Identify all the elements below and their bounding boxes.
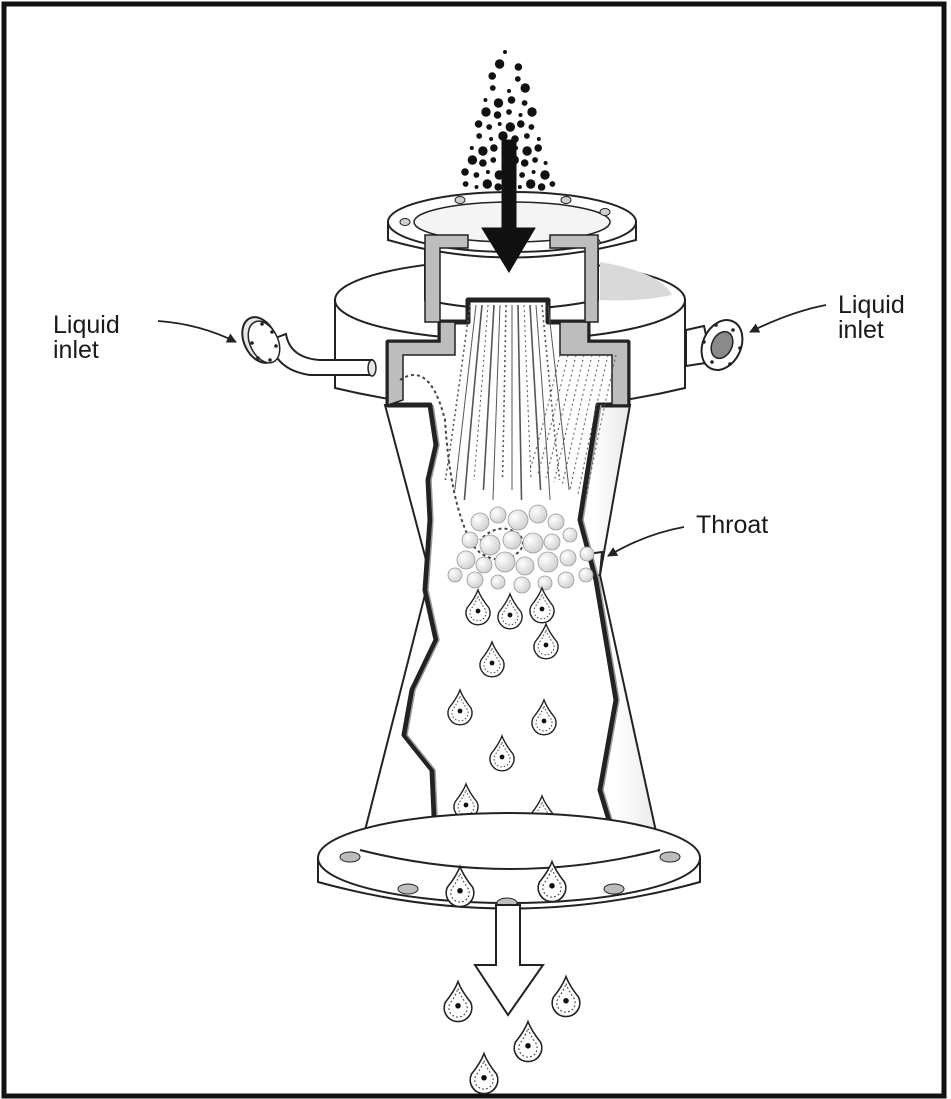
gas-particle	[481, 107, 490, 116]
gas-particle	[524, 133, 530, 139]
gas-particle	[490, 144, 498, 152]
gas-particle	[463, 181, 469, 187]
gas-particle	[475, 185, 479, 189]
bubble	[558, 572, 574, 588]
gas-particle	[521, 83, 530, 92]
gas-particle	[529, 124, 535, 130]
gas-particle	[490, 85, 496, 91]
gas-particle	[483, 179, 492, 188]
gas-particle	[498, 131, 507, 140]
droplet	[470, 1054, 498, 1094]
gas-particle	[478, 146, 487, 155]
bubble	[563, 528, 577, 542]
gas-particle	[461, 168, 469, 176]
bubble	[548, 514, 564, 530]
gas-particle	[494, 98, 503, 107]
bubble	[467, 572, 483, 588]
gas-particle	[475, 120, 483, 128]
bubble	[491, 575, 505, 589]
bubble	[580, 547, 594, 561]
gas-particle	[522, 100, 528, 106]
bubble	[579, 568, 593, 582]
gas-particle	[468, 155, 477, 164]
gas-particle	[526, 179, 535, 188]
gas-particle	[488, 72, 496, 80]
gas-particle	[534, 144, 542, 152]
bubble	[480, 535, 500, 555]
gas-particle	[517, 120, 525, 128]
bubble	[503, 531, 521, 549]
gas-particle	[515, 63, 523, 71]
gas-particle	[498, 122, 502, 126]
leader-throat	[608, 527, 684, 556]
gas-particle	[503, 50, 507, 54]
gas-particle	[515, 76, 521, 82]
bubble	[448, 568, 462, 582]
bubble	[560, 550, 576, 566]
gas-particle	[527, 107, 536, 116]
gas-particle	[506, 122, 515, 131]
droplet	[552, 977, 580, 1017]
bubble	[516, 557, 534, 575]
gas-particle	[518, 185, 522, 189]
gas-particle	[474, 172, 480, 178]
gas-particle	[489, 137, 493, 141]
droplet	[514, 1022, 542, 1062]
gas-particle	[494, 183, 502, 191]
gas-particle	[521, 159, 529, 167]
gas-particle	[537, 137, 541, 141]
gas-particle	[507, 89, 511, 93]
left-inlet-pipe-end	[368, 360, 376, 376]
bubble	[514, 577, 530, 593]
gas-particle	[540, 170, 549, 179]
gas-particle	[508, 96, 516, 104]
right-inlet-flange	[694, 313, 750, 376]
bubble	[462, 532, 478, 548]
gas-particle	[486, 124, 492, 130]
leader-left-liquid-inlet	[158, 321, 236, 342]
gas-particle	[490, 157, 496, 163]
bubble	[529, 505, 547, 523]
gas-particle	[519, 113, 523, 117]
gas-particle	[532, 170, 536, 174]
bubble	[476, 557, 492, 573]
label-liquid-inlet-right-line2: inlet	[838, 316, 884, 344]
gas-particle	[550, 181, 556, 187]
gas-particle	[494, 111, 502, 119]
outlet-flow-arrow	[475, 905, 543, 1015]
bubble	[523, 533, 543, 553]
gas-particle	[544, 161, 548, 165]
bubble	[538, 576, 552, 590]
gas-particle	[476, 133, 482, 139]
gas-particle	[519, 172, 525, 178]
gas-particle	[495, 59, 504, 68]
gas-particle	[532, 157, 538, 163]
outlet-flange-top	[318, 813, 700, 903]
label-liquid-inlet-left-line1: Liquid	[53, 311, 120, 339]
label-throat: Throat	[696, 511, 768, 539]
droplet	[444, 982, 472, 1022]
gas-particle	[479, 159, 487, 167]
gas-particle	[538, 183, 546, 191]
bubble	[538, 552, 558, 572]
gas-particle	[483, 98, 487, 102]
gas-particle	[522, 146, 531, 155]
label-liquid-inlet-right-line1: Liquid	[838, 291, 905, 319]
gas-particle	[470, 146, 474, 150]
bubble	[495, 552, 515, 572]
leader-right-liquid-inlet	[750, 305, 826, 332]
bubble	[508, 510, 528, 530]
bubble	[457, 551, 475, 569]
bubble	[471, 513, 489, 531]
bubble	[544, 534, 560, 550]
gas-particle	[506, 109, 512, 115]
gas-particle	[486, 170, 490, 174]
bubble	[490, 507, 506, 523]
label-liquid-inlet-left-line2: inlet	[53, 336, 99, 364]
